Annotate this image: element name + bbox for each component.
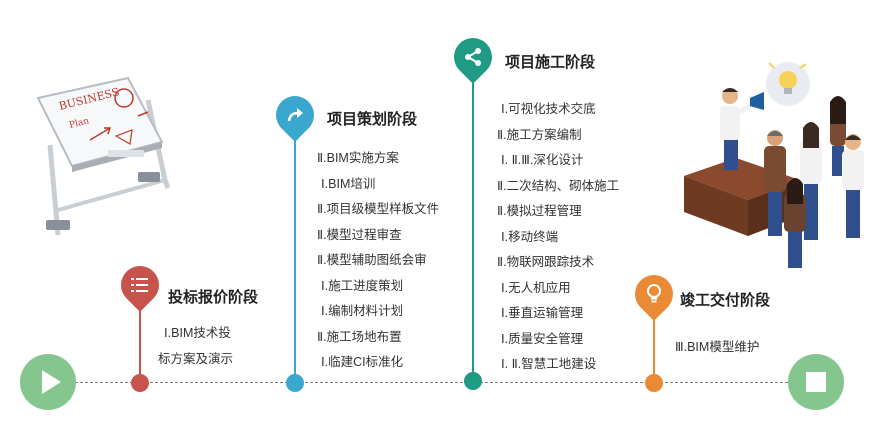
list-item: Ⅰ.质量安全管理 (501, 331, 584, 346)
list-item: Ⅰ. Ⅱ.Ⅲ.深化设计 (501, 153, 584, 167)
list-item: Ⅰ.可视化技术交底 (501, 102, 596, 116)
list-item: Ⅱ.物联网跟踪技术 (497, 255, 595, 269)
board-text-plan: Plan (68, 116, 90, 131)
stop-button[interactable] (788, 354, 844, 410)
stage-construction-dot[interactable] (464, 372, 482, 390)
list-item: Ⅰ.编制材料计划 (321, 304, 404, 318)
list-item: Ⅱ.二次结构、砌体施工 (497, 178, 620, 193)
list-item: Ⅰ.临建CI标准化 (321, 355, 404, 369)
list-item: Ⅱ.施工方案编制 (497, 127, 582, 142)
list-item: Ⅱ.模拟过程管理 (497, 204, 582, 218)
stage-handover-stem (653, 310, 655, 383)
stage-construction-title: 项目施工阶段 (505, 54, 596, 71)
list-item: Ⅱ.施工场地布置 (317, 329, 402, 344)
stop-icon (806, 372, 826, 392)
play-icon (42, 370, 61, 394)
stage-bid-title: 投标报价阶段 (168, 289, 259, 306)
lightbulb-icon (635, 275, 673, 313)
stage-planning-stem (294, 133, 296, 383)
stage-planning-items: Ⅱ.BIM实施方案 Ⅰ.BIM培训 Ⅱ.项目级模型样板文件 Ⅱ.模型过程审查 Ⅱ… (317, 146, 439, 376)
stage-handover-title: 竣工交付阶段 (680, 292, 771, 309)
list-item: Ⅰ.BIM培训 (321, 176, 376, 191)
presenter-audience-illustration (684, 62, 864, 268)
start-button[interactable] (20, 354, 76, 410)
stage-handover-dot[interactable] (645, 374, 663, 392)
list-item: Ⅰ.垂直运输管理 (501, 306, 584, 320)
list-item: Ⅰ.无人机应用 (501, 280, 571, 295)
stage-planning-dot[interactable] (286, 374, 304, 392)
list-item: Ⅱ.BIM实施方案 (317, 151, 399, 165)
list-item: 标方案及演示 (158, 351, 234, 366)
business-plan-easel-illustration: BUSINESS Plan (36, 76, 171, 236)
list-item: Ⅱ.项目级模型样板文件 (317, 202, 440, 216)
list-item: Ⅰ. Ⅱ.智慧工地建设 (501, 357, 597, 371)
list-icon (121, 266, 159, 304)
timeline-axis (60, 382, 828, 383)
list-item: Ⅰ.移动终端 (501, 229, 559, 244)
list-item: Ⅱ.模型过程审查 (317, 227, 402, 242)
stage-handover-items: Ⅲ.BIM模型维护 (675, 335, 759, 361)
list-item: Ⅰ.BIM技术投 (164, 326, 231, 340)
list-item: Ⅱ.模型辅助图纸会审 (317, 253, 427, 267)
stage-planning-title: 项目策划阶段 (327, 111, 418, 128)
list-item: Ⅲ.BIM模型维护 (675, 340, 760, 354)
stage-construction-stem (472, 74, 474, 383)
stage-construction-items: Ⅰ.可视化技术交底 Ⅱ.施工方案编制 Ⅰ. Ⅱ.Ⅲ.深化设计 Ⅱ.二次结构、砌体… (497, 97, 619, 378)
share-arrow-icon (276, 96, 314, 134)
stage-bid-dot[interactable] (131, 374, 149, 392)
list-item: Ⅰ.施工进度策划 (321, 278, 404, 293)
stage-bid-stem (139, 302, 141, 382)
stage-bid-items: Ⅰ.BIM技术投 标方案及演示 (158, 321, 233, 372)
share-nodes-icon (454, 38, 492, 76)
